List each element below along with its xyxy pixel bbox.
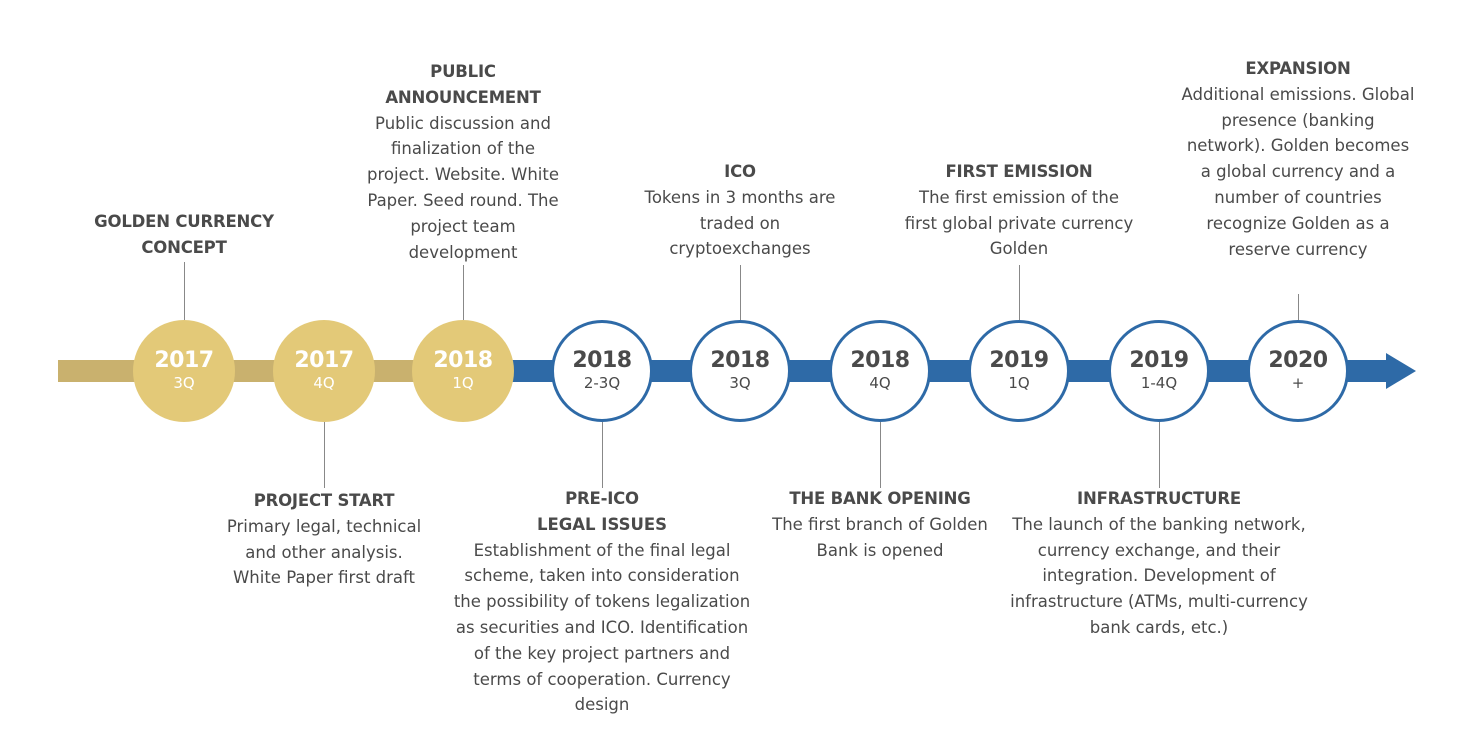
milestone-title: INFRASTRUCTURE: [1077, 489, 1241, 508]
milestone-year: 2017: [294, 348, 354, 373]
milestone-node: 2020 +: [1247, 320, 1349, 422]
milestone-node: 2019 1Q: [968, 320, 1070, 422]
milestone-description: The first emission of the first global p…: [904, 187, 1134, 259]
connector-line: [1019, 265, 1020, 320]
milestone-title: FIRST EMISSION: [945, 162, 1093, 181]
milestone-subtitle: LEGAL ISSUES: [536, 514, 668, 534]
milestone-node: 2018 2-3Q: [551, 320, 653, 422]
milestone-title: THE BANK OPENING: [789, 489, 971, 508]
connector-line: [740, 265, 741, 320]
milestone-title: ICO: [724, 162, 756, 181]
milestone-node: 2017 4Q: [273, 320, 375, 422]
connector-line: [463, 265, 464, 320]
milestone-period: 4Q: [869, 374, 891, 392]
milestone-period: 3Q: [173, 374, 195, 392]
milestone-description: The first branch of Golden Bank is opene…: [772, 514, 988, 560]
milestone-node: 2018 3Q: [689, 320, 791, 422]
connector-line: [602, 422, 603, 488]
milestone-description: Public discussion and finalization of th…: [367, 113, 559, 262]
milestone-label: PUBLIC ANNOUNCEMENT Public discussion an…: [363, 59, 563, 265]
milestone-title: GOLDEN CURRENCY CONCEPT: [94, 212, 274, 257]
milestone-year: 2019: [1129, 348, 1189, 373]
milestone-year: 2019: [989, 348, 1049, 373]
milestone-node: 2019 1-4Q: [1108, 320, 1210, 422]
milestone-year: 2018: [572, 348, 632, 373]
milestone-period: 4Q: [313, 374, 335, 392]
connector-line: [324, 422, 325, 488]
milestone-node: 2018 4Q: [829, 320, 931, 422]
milestone-node: 2018 1Q: [412, 320, 514, 422]
milestone-title: PROJECT START: [253, 491, 395, 510]
connector-line: [1298, 294, 1299, 320]
milestone-label: PRE-ICO LEGAL ISSUES Establishment of th…: [452, 486, 752, 718]
connector-line: [184, 262, 185, 320]
connector-line: [1159, 422, 1160, 488]
milestone-period: 3Q: [729, 374, 751, 392]
timeline-arrow-head: [1386, 353, 1416, 389]
milestone-year: 2018: [433, 348, 493, 373]
milestone-description: Tokens in 3 months are traded on cryptoe…: [644, 187, 836, 259]
milestone-period: 1Q: [452, 374, 474, 392]
milestone-title: PRE-ICO: [565, 489, 639, 508]
milestone-description: Additional emissions. Global presence (b…: [1181, 84, 1415, 259]
milestone-period: 1Q: [1008, 374, 1030, 392]
milestone-description: Establishment of the final legal scheme,…: [453, 540, 751, 715]
milestone-period: 1-4Q: [1140, 374, 1178, 392]
milestone-label: PROJECT START Primary legal, technical a…: [224, 488, 424, 591]
connector-line: [880, 422, 881, 488]
milestone-label: EXPANSION Additional emissions. Global p…: [1180, 56, 1416, 262]
milestone-label: ICO Tokens in 3 months are traded on cry…: [630, 159, 850, 262]
milestone-title: EXPANSION: [1245, 59, 1351, 78]
milestone-period: 2-3Q: [583, 374, 621, 392]
milestone-label: FIRST EMISSION The first emission of the…: [904, 159, 1134, 262]
milestone-node: 2017 3Q: [133, 320, 235, 422]
milestone-year: 2020: [1268, 348, 1328, 373]
milestone-year: 2017: [154, 348, 214, 373]
milestone-description: The launch of the banking network, curre…: [1010, 514, 1308, 637]
milestone-description: Primary legal, technical and other analy…: [226, 516, 422, 588]
milestone-period: +: [1291, 374, 1305, 392]
milestone-label: INFRASTRUCTURE The launch of the banking…: [996, 486, 1322, 641]
milestone-year: 2018: [850, 348, 910, 373]
milestone-title: PUBLIC ANNOUNCEMENT: [385, 62, 541, 107]
milestone-label: THE BANK OPENING The first branch of Gol…: [770, 486, 990, 563]
milestone-label: GOLDEN CURRENCY CONCEPT: [84, 209, 284, 261]
milestone-year: 2018: [710, 348, 770, 373]
